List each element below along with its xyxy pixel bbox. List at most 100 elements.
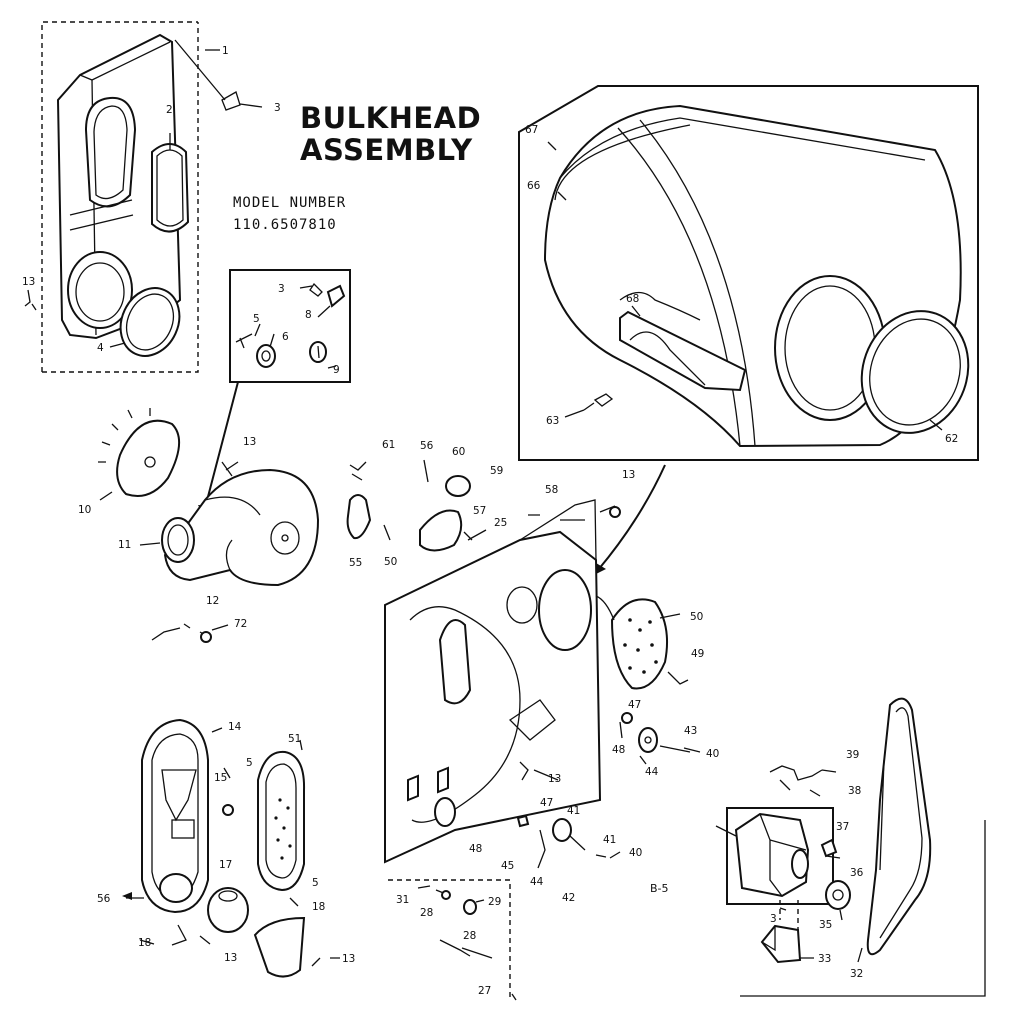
- drive-motor-group: [715, 697, 932, 964]
- rear-bulkhead-group: [384, 499, 621, 864]
- callout-59: 59: [490, 465, 503, 477]
- callout-5a: 5: [253, 313, 260, 325]
- callout-50b: 50: [690, 611, 703, 623]
- part-57-socket: [419, 509, 463, 552]
- callout-44a: 44: [645, 766, 659, 778]
- title-line-2: ASSEMBLY: [300, 133, 473, 167]
- callout-55: 55: [349, 557, 362, 569]
- callout-5c: 5: [312, 877, 319, 889]
- part-55-lamp-bulb: [346, 494, 372, 540]
- callout-3b: 3: [278, 283, 285, 295]
- callout-8: 8: [305, 309, 312, 321]
- callout-17: 17: [219, 859, 232, 871]
- callout-25: 25: [494, 517, 507, 529]
- callout-27: 27: [478, 985, 491, 997]
- callout-56b: 56: [97, 893, 111, 905]
- part-10-blower-wheel: [116, 419, 180, 497]
- callout-58: 58: [545, 484, 558, 496]
- callout-37: 37: [836, 821, 849, 833]
- callout-43: 43: [684, 725, 697, 737]
- callout-67: 67: [525, 124, 538, 136]
- callout-35: 35: [819, 919, 832, 931]
- lamp-parts-group: [346, 459, 487, 552]
- blower-housing-group: [98, 408, 320, 587]
- part-14-duct: [141, 718, 209, 914]
- callout-4: 4: [97, 342, 104, 354]
- callout-15: 15: [214, 772, 227, 784]
- drum-group: [518, 85, 979, 575]
- callout-6: 6: [282, 331, 289, 343]
- callout-28b: 28: [463, 930, 476, 942]
- callout-57: 57: [473, 505, 486, 517]
- group-box-latch-parts: [229, 269, 351, 383]
- part-18-duct-elbow: [253, 916, 306, 978]
- callout-10: 10: [78, 504, 91, 516]
- callout-18a: 18: [312, 901, 325, 913]
- callout-9: 9: [333, 364, 340, 376]
- callout-1: 1: [222, 45, 229, 57]
- part-51-screen: [257, 750, 306, 892]
- callout-29: 29: [488, 896, 501, 908]
- callout-33: 33: [818, 953, 831, 965]
- part-33-motor-mount: [760, 924, 802, 964]
- callout-18b: 18: [138, 937, 151, 949]
- part-68-baffle: [619, 310, 747, 392]
- callout-13c: 13: [622, 469, 635, 481]
- callout-41b: 41: [603, 834, 616, 846]
- callout-3a: 3: [274, 102, 281, 114]
- callout-14: 14: [228, 721, 242, 733]
- callout-50a: 50: [384, 556, 397, 568]
- callout-47a: 47: [628, 699, 641, 711]
- callout-38: 38: [848, 785, 861, 797]
- callout-47b: 47: [540, 797, 553, 809]
- group-box-switch-parts: [388, 879, 511, 1000]
- callout-32: 32: [850, 968, 863, 980]
- callout-13a: 13: [22, 276, 35, 288]
- part-2-gasket: [151, 143, 190, 233]
- callout-61: 61: [382, 439, 395, 451]
- part-44-idler-pulley: [638, 727, 658, 753]
- callout-66: 66: [527, 180, 541, 192]
- model-label: MODEL NUMBER: [233, 195, 346, 211]
- callout-5b: 5: [246, 757, 253, 769]
- part-11-blower-housing: [163, 468, 320, 587]
- callout-13d: 13: [548, 773, 561, 785]
- callout-36: 36: [850, 867, 864, 879]
- callout-28a: 28: [420, 907, 433, 919]
- switch-parts-group: [388, 879, 517, 1001]
- callout-40a: 40: [706, 748, 719, 760]
- callout-13f: 13: [342, 953, 355, 965]
- callout-42: 42: [562, 892, 575, 904]
- model-number: 110.6507810: [233, 217, 337, 233]
- bottom-frame-line: [740, 820, 986, 997]
- callout-3c: 3: [770, 913, 777, 925]
- callout-48a: 48: [612, 744, 625, 756]
- part-35-motor-pulley: [825, 880, 851, 910]
- callout-2: 2: [166, 104, 173, 116]
- group-box-front-bulkhead: [41, 21, 199, 373]
- part-50-screen: [610, 598, 668, 690]
- callout-56a: 56: [420, 440, 434, 452]
- callout-39: 39: [846, 749, 859, 761]
- callout-48b: 48: [469, 843, 482, 855]
- front-bulkhead-group: [24, 21, 263, 373]
- callout-41a: 41: [567, 805, 580, 817]
- callout-12: 12: [206, 595, 219, 607]
- part-62-seal: [860, 310, 970, 434]
- part-32-drive-belt: [866, 697, 932, 956]
- callout-13e: 13: [224, 952, 237, 964]
- group-box-drum: [518, 85, 979, 461]
- callout-49: 49: [691, 648, 704, 660]
- part-60-lens: [445, 475, 471, 497]
- callout-44b: 44: [530, 876, 544, 888]
- callout-60: 60: [452, 446, 465, 458]
- part-17-motor-switch: [207, 887, 249, 933]
- callout-11: 11: [118, 539, 131, 551]
- callout-13b: 13: [243, 436, 256, 448]
- latch-parts-group: [198, 269, 351, 516]
- callout-62: 62: [945, 433, 958, 445]
- callout-45: 45: [501, 860, 514, 872]
- callout-68: 68: [626, 293, 639, 305]
- title-line-1: BULKHEAD: [300, 101, 481, 135]
